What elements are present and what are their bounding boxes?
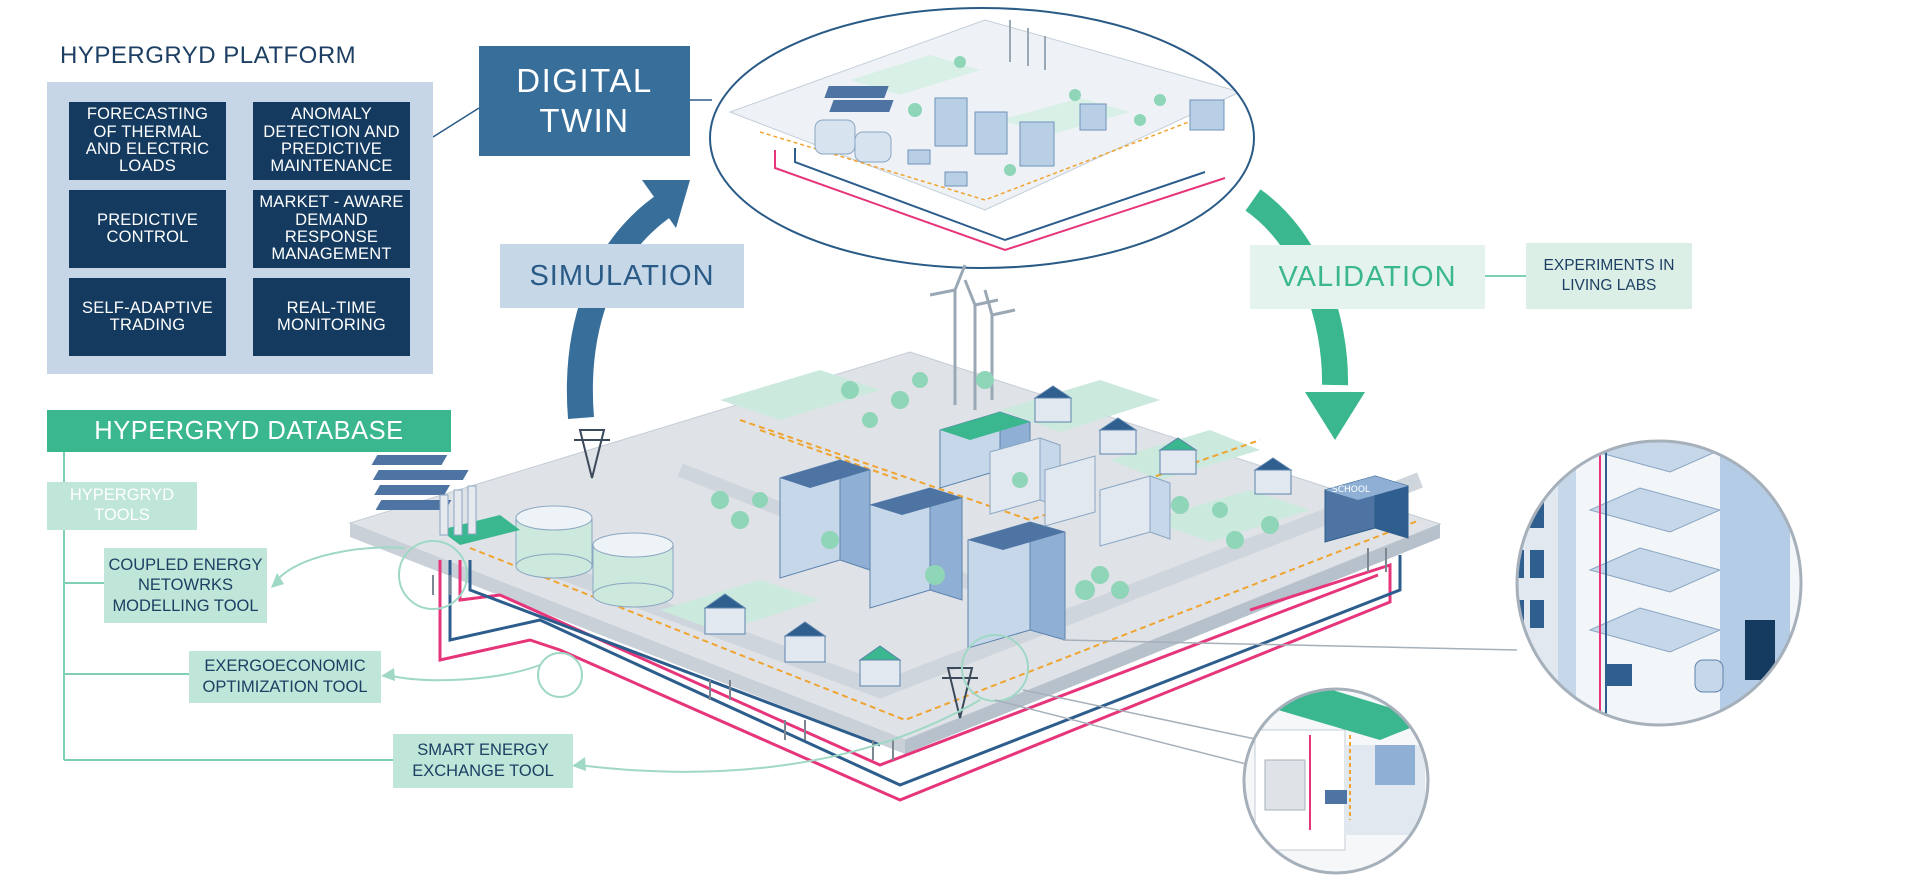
zoom-markers bbox=[398, 540, 1029, 702]
tool-exergoeconomic-optimization: EXERGOECONOMIC OPTIMIZATION TOOL bbox=[189, 651, 381, 703]
digital-twin-ellipse bbox=[709, 7, 1255, 269]
storage-tanks bbox=[515, 505, 674, 608]
platform-title: HYPERGRYD PLATFORM bbox=[60, 42, 357, 69]
feature-anomaly-detection: ANOMALY DETECTION AND PREDICTIVE MAINTEN… bbox=[253, 102, 410, 180]
school-building: SCHOOL bbox=[1324, 475, 1409, 543]
feature-load-forecasting: FORECASTING OF THERMAL AND ELECTRIC LOAD… bbox=[69, 102, 226, 180]
electric-grid-lines bbox=[438, 560, 1392, 802]
feature-real-time-monitoring: REAL-TIME MONITORING bbox=[253, 278, 410, 356]
tool-smart-energy-exchange: SMART ENERGY EXCHANGE TOOL bbox=[393, 734, 573, 788]
power-plant bbox=[439, 485, 520, 545]
wind-turbines bbox=[929, 264, 1016, 410]
main-city: SCHOOL bbox=[271, 264, 1518, 802]
flow-arrows bbox=[432, 548, 1387, 760]
database-title: HYPERGRYD DATABASE bbox=[47, 410, 451, 452]
tool-connectors bbox=[276, 546, 981, 773]
tools-tree bbox=[63, 275, 1526, 761]
feature-predictive-control: PREDICTIVE CONTROL bbox=[69, 190, 226, 268]
experiments-label: EXPERIMENTS IN LIVING LABS bbox=[1526, 243, 1692, 309]
trees bbox=[711, 371, 1279, 600]
validation-arrow-head bbox=[1305, 392, 1365, 440]
digital-twin-label: DIGITAL TWIN bbox=[479, 46, 690, 156]
feature-demand-response: MARKET - AWARE DEMAND RESPONSE MANAGEMEN… bbox=[253, 190, 410, 268]
feature-self-adaptive-trading: SELF-ADAPTIVE TRADING bbox=[69, 278, 226, 356]
thermal-grid-lines bbox=[448, 555, 1402, 787]
connector-lines bbox=[432, 99, 712, 138]
simulation-arrow-head bbox=[642, 180, 690, 228]
building-interior-zoom bbox=[1517, 441, 1801, 725]
house-interior-zoom bbox=[1244, 689, 1428, 873]
tools-label: HYPERGRYD TOOLS bbox=[47, 482, 197, 530]
houses bbox=[703, 385, 1293, 687]
tool-coupled-energy-networks: COUPLED ENERGY NETOWRKS MODELLING TOOL bbox=[104, 548, 267, 623]
validation-label: VALIDATION bbox=[1250, 245, 1485, 309]
zoom-leader-lines bbox=[994, 639, 1518, 766]
power-pylons bbox=[574, 429, 978, 719]
school-sign: SCHOOL bbox=[1332, 485, 1370, 495]
simulation-arrow bbox=[566, 194, 673, 420]
solar-panels bbox=[371, 455, 469, 510]
simulation-label: SIMULATION bbox=[500, 244, 744, 308]
digital-twin-city bbox=[710, 8, 1254, 268]
apartment-blocks bbox=[779, 411, 1171, 649]
